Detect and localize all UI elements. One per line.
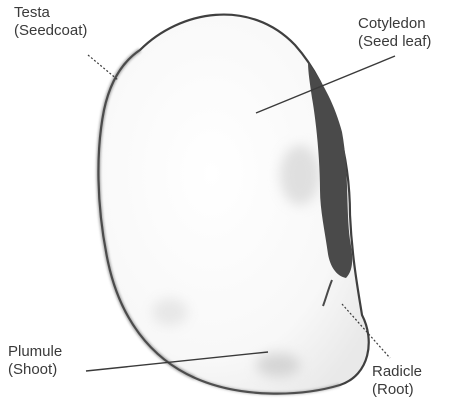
testa-label: Testa (Seedcoat) — [14, 4, 87, 40]
lower-left-shadow — [152, 298, 188, 326]
cotyledon-label: Cotyledon (Seed leaf) — [358, 15, 431, 51]
plumule-shadow — [256, 353, 300, 377]
testa-label-name: Testa — [14, 4, 87, 22]
testa-leader-line — [88, 55, 118, 80]
plumule-label-detail: (Shoot) — [8, 361, 62, 379]
plumule-label: Plumule (Shoot) — [8, 343, 62, 379]
testa-label-detail: (Seedcoat) — [14, 22, 87, 40]
cotyledon-label-detail: (Seed leaf) — [358, 33, 431, 51]
radicle-label-name: Radicle — [372, 363, 422, 381]
radicle-label-detail: (Root) — [372, 381, 422, 399]
cotyledon-label-name: Cotyledon — [358, 15, 431, 33]
radicle-label: Radicle (Root) — [372, 363, 422, 399]
plumule-label-name: Plumule — [8, 343, 62, 361]
interior-shadow — [280, 145, 320, 205]
